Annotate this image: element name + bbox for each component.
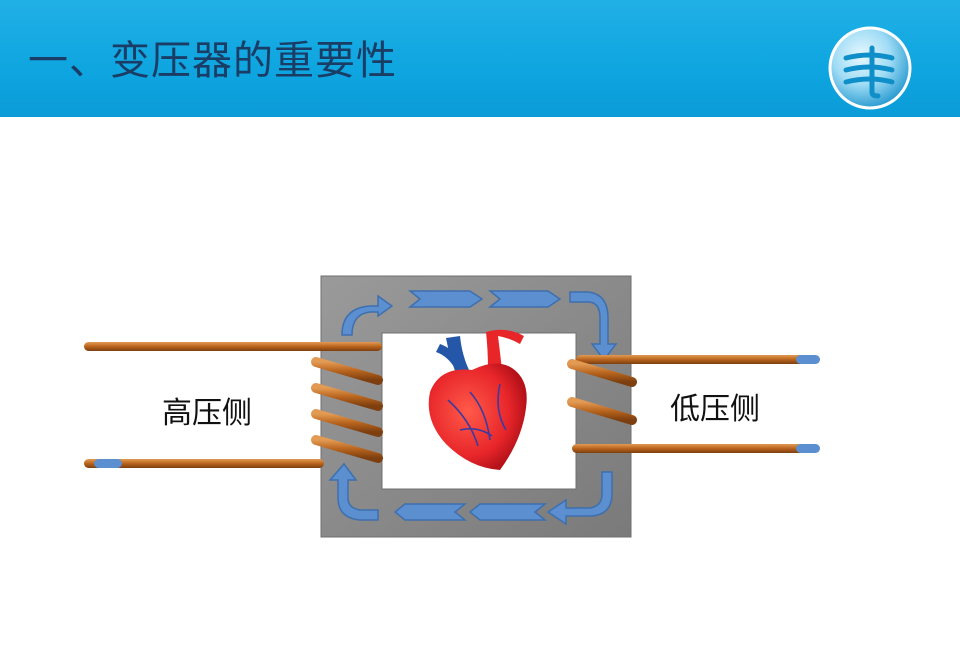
primary-lead-top <box>84 342 382 351</box>
flux-arrow-left-up-bottom <box>328 462 379 521</box>
secondary-coil-turns <box>567 359 637 425</box>
slide-header: 一、变压器的重要性 <box>0 0 960 117</box>
secondary-lead-bottom <box>572 444 818 453</box>
flux-arrows <box>328 290 618 526</box>
secondary-lead-top <box>576 355 818 364</box>
primary-coil-turns <box>311 357 383 463</box>
flux-arrow-bottom-1 <box>468 503 548 521</box>
secondary-winding <box>567 355 820 453</box>
secondary-lead-bottom-tip <box>796 444 820 453</box>
power-grid-logo-icon <box>828 26 912 110</box>
heart-image <box>428 329 527 470</box>
slide-title: 一、变压器的重要性 <box>28 38 397 84</box>
flux-arrow-left-up <box>341 294 394 336</box>
primary-lead-bottom <box>84 459 324 468</box>
flux-arrow-right-down <box>569 291 618 362</box>
flux-arrow-bottom-2 <box>393 503 468 521</box>
primary-winding <box>84 342 383 468</box>
flux-arrow-bottom-right <box>546 471 613 526</box>
high-voltage-label: 高压侧 <box>162 396 252 431</box>
low-voltage-label: 低压侧 <box>670 392 760 427</box>
secondary-lead-top-tip <box>796 355 820 364</box>
primary-lead-tip <box>94 459 122 468</box>
flux-arrow-top-2 <box>487 290 562 308</box>
flux-arrow-top-1 <box>407 290 484 308</box>
